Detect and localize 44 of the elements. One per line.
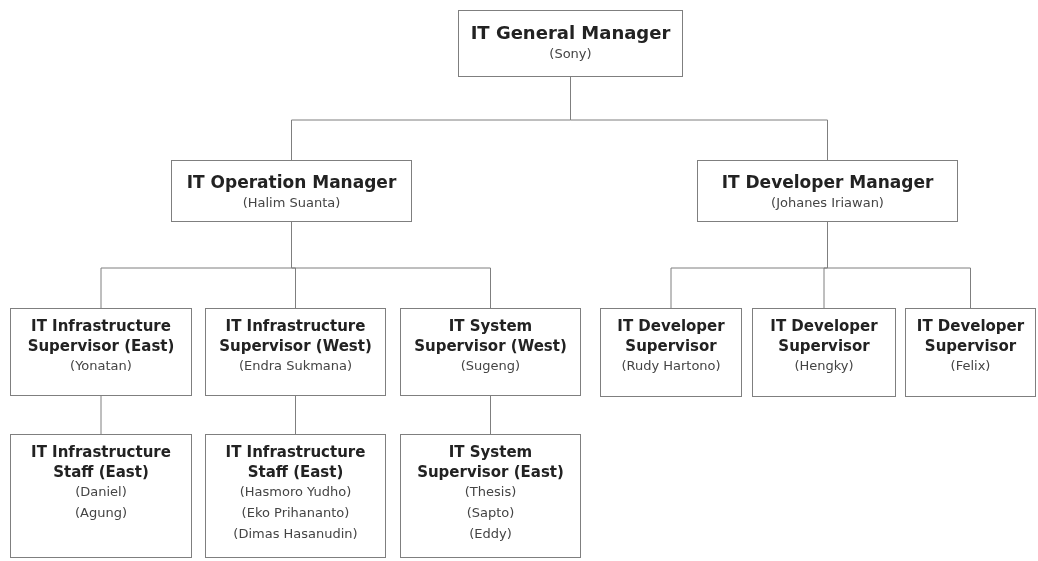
org-chart-box: [205, 434, 386, 558]
person-name: (Rudy Hartono): [621, 357, 721, 375]
job-title: IT Infrastructure Supervisor (West): [218, 317, 373, 356]
person-name: (Dimas Hasanudin): [233, 524, 358, 543]
org-chart-box: [458, 10, 683, 77]
person-name: (Sony): [549, 45, 592, 64]
org-chart-box: [400, 308, 581, 396]
org-chart-box: [697, 160, 958, 222]
person-name: (Agung): [75, 503, 127, 522]
org-chart-box: [171, 160, 412, 222]
person-name: (Hengky): [794, 357, 854, 375]
person-name: (Felix): [950, 357, 991, 375]
org-chart-box: [905, 308, 1036, 397]
connector-line: [295, 395, 296, 435]
job-title: IT System Supervisor (West): [413, 317, 568, 356]
job-title: IT System Supervisor (East): [416, 443, 565, 482]
org-chart-box: [10, 308, 192, 396]
person-name: (Eddy): [469, 524, 512, 543]
person-name: (Halim Suanta): [242, 194, 341, 213]
org-chart-box: [600, 308, 742, 397]
connector-line: [490, 395, 491, 435]
connector-line: [100, 395, 102, 435]
person-name: (Thesis): [464, 483, 517, 501]
job-title: IT Developer Manager: [721, 171, 934, 194]
person-name: (Yonatan): [70, 357, 132, 375]
job-title: IT Infrastructure Staff (East): [224, 443, 367, 482]
org-chart-box: [205, 308, 386, 396]
person-name: (Eko Prihananto): [241, 503, 350, 522]
person-name: (Sapto): [466, 503, 515, 522]
job-title: IT Infrastructure Staff (East): [30, 443, 172, 482]
person-name: (Daniel): [75, 483, 127, 501]
org-chart-box: [400, 434, 581, 558]
job-title: IT General Manager: [470, 21, 671, 45]
job-title: IT Developer Supervisor: [616, 317, 726, 356]
person-name: (Johanes Iriawan): [771, 194, 884, 213]
org-chart-box: [10, 434, 192, 558]
person-name: (Sugeng): [460, 357, 521, 375]
org-chart-box: [752, 308, 896, 397]
job-title: IT Developer Supervisor: [915, 317, 1026, 356]
job-title: IT Infrastructure Supervisor (East): [26, 317, 176, 356]
job-title: IT Developer Supervisor: [769, 317, 879, 356]
person-name: (Hasmoro Yudho): [239, 483, 352, 501]
job-title: IT Operation Manager: [186, 171, 397, 194]
person-name: (Endra Sukmana): [238, 357, 353, 375]
